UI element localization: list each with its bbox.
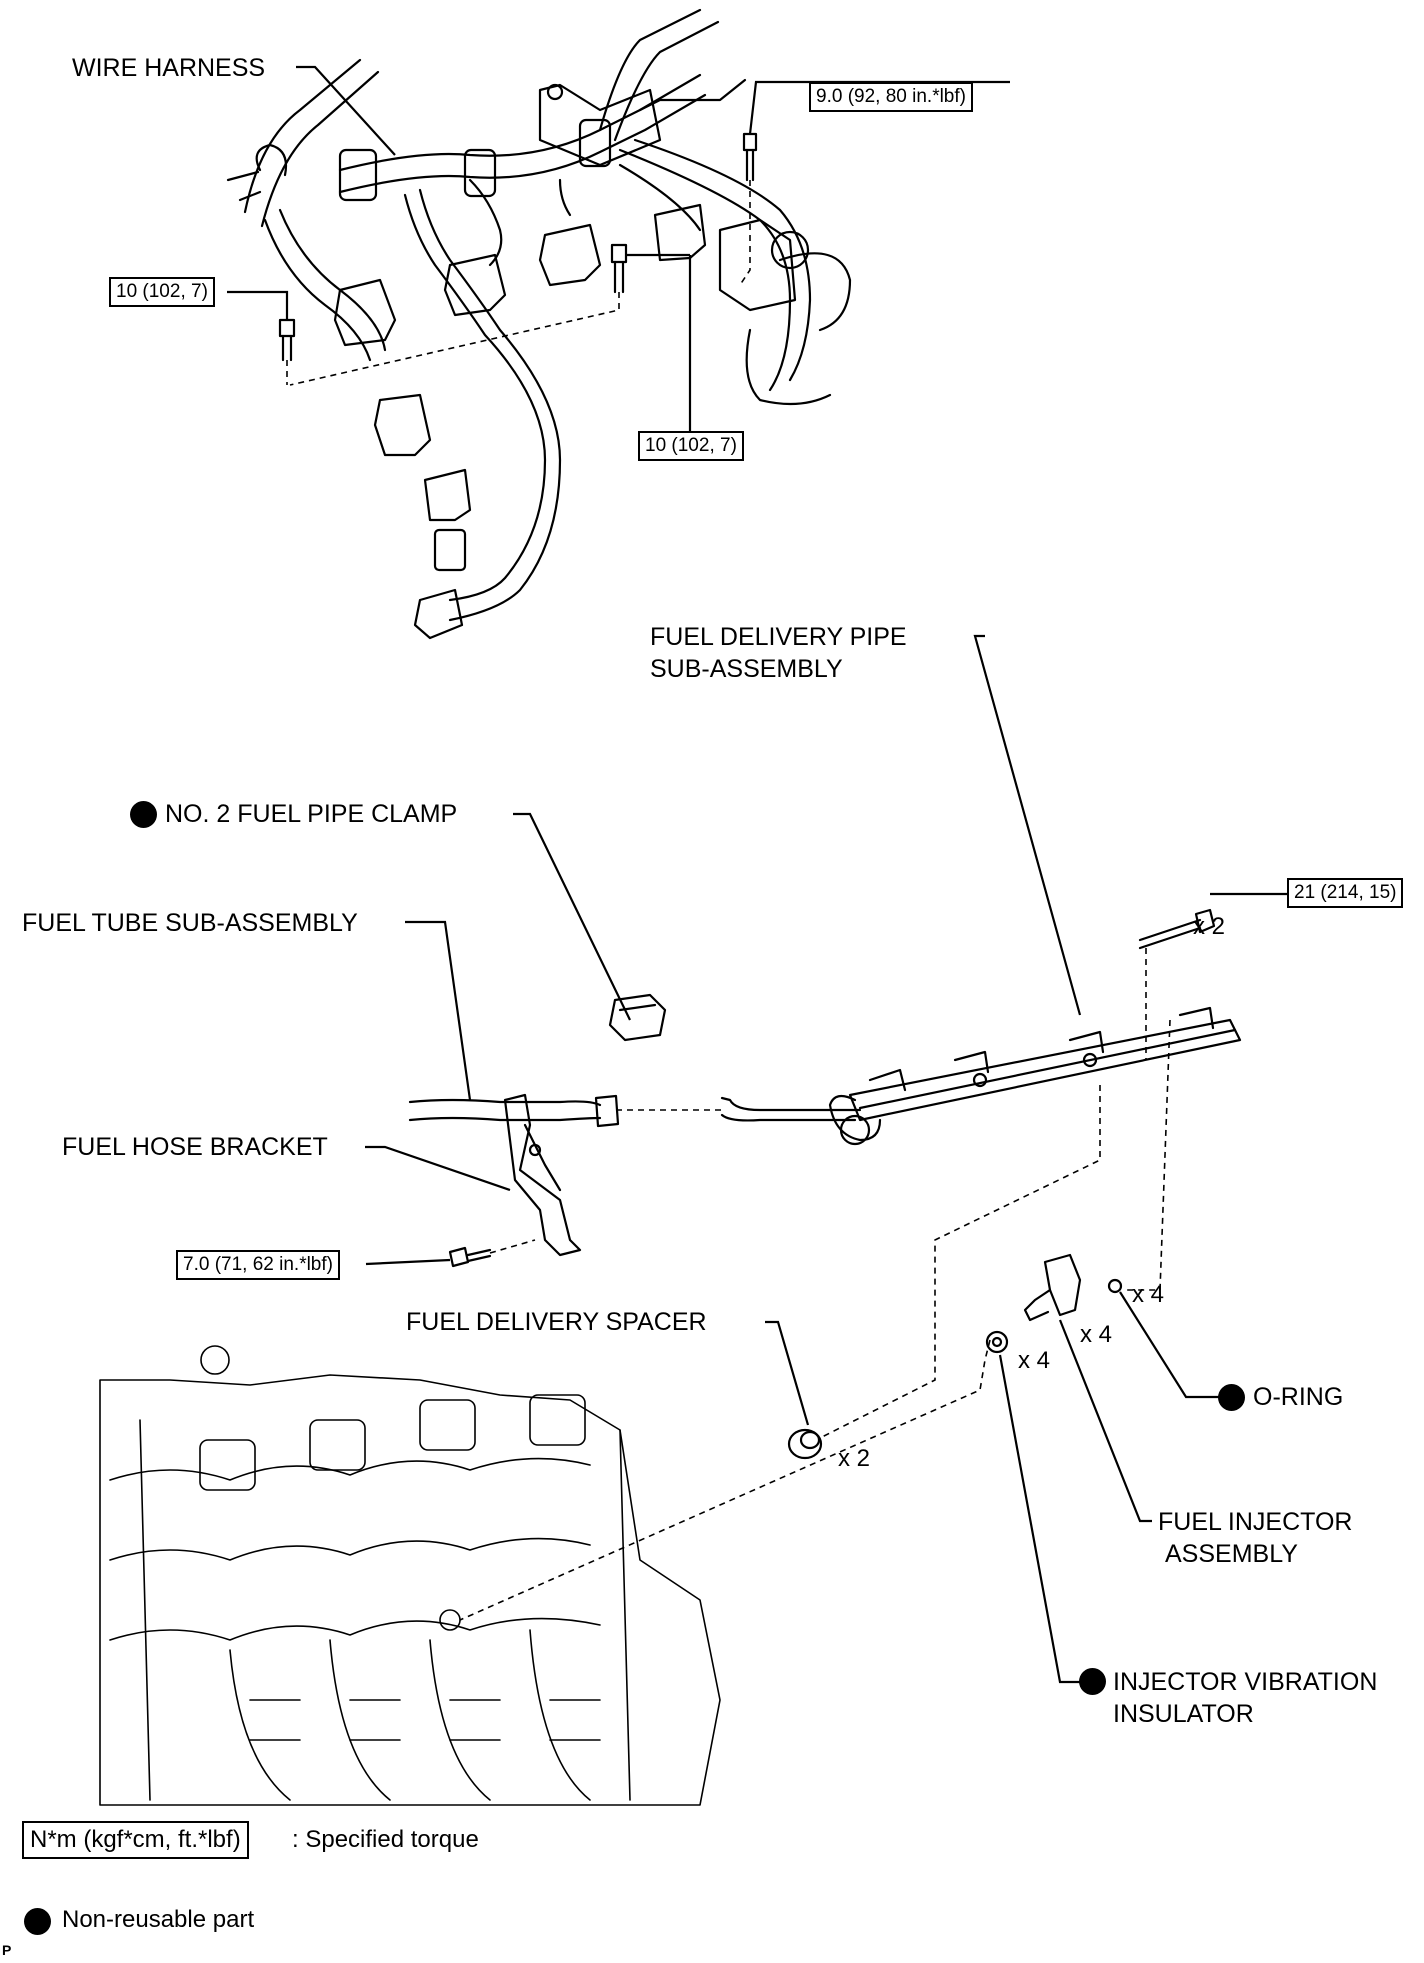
legend-torque-text: : Specified torque	[292, 1826, 479, 1853]
corner-code: P	[2, 1942, 12, 1958]
fuel-delivery-spacer-label: FUEL DELIVERY SPACER	[406, 1308, 707, 1336]
injector-vibration-insulator-label-line1: INJECTOR VIBRATION	[1113, 1668, 1378, 1696]
qty-injector: x 4	[1080, 1321, 1113, 1348]
fuel-injector-label-line2: ASSEMBLY	[1165, 1540, 1298, 1568]
qty-delivery-pipe-bolts: x 2	[1193, 913, 1226, 940]
dashed-lines	[286, 180, 1171, 1621]
fuel-tube-drawing	[408, 993, 667, 1268]
qty-spacer: x 2	[838, 1445, 871, 1472]
fuel-tube-label: FUEL TUBE SUB-ASSEMBLY	[22, 909, 358, 937]
injector-parts-drawing	[787, 1253, 1123, 1460]
torque-box-hose-bracket-bolt: 7.0 (71, 62 in.*lbf)	[176, 1250, 340, 1280]
engine-head-drawing	[99, 1345, 721, 1806]
wire-harness-drawing	[226, 8, 852, 640]
leader-lines	[227, 65, 1288, 1684]
torque-box-top-bolt: 9.0 (92, 80 in.*lbf)	[809, 82, 973, 112]
qty-insulator: x 4	[1018, 1347, 1051, 1374]
torque-box-delivery-pipe-bolt: 21 (214, 15)	[1287, 878, 1404, 908]
legend-non-reusable-icon	[24, 1908, 51, 1935]
fuel-delivery-pipe-label-line1: FUEL DELIVERY PIPE	[650, 623, 907, 651]
torque-box-harness-center: 10 (102, 7)	[638, 431, 744, 461]
legend-non-reusable-text: Non-reusable part	[62, 1906, 255, 1933]
no2-fuel-pipe-clamp-label: NO. 2 FUEL PIPE CLAMP	[165, 800, 458, 828]
legend-torque-box: N*m (kgf*cm, ft.*lbf)	[22, 1821, 249, 1859]
qty-o-ring: x 4	[1132, 1281, 1165, 1308]
wire-harness-label: WIRE HARNESS	[72, 54, 266, 82]
torque-box-harness-left: 10 (102, 7)	[109, 277, 215, 307]
non-reusable-marker-icon	[1079, 1668, 1106, 1695]
non-reusable-marker-icon	[130, 801, 157, 828]
fuel-hose-bracket-label: FUEL HOSE BRACKET	[62, 1133, 328, 1161]
injector-vibration-insulator-label-line2: INSULATOR	[1113, 1700, 1254, 1728]
fuel-delivery-pipe-label-line2: SUB-ASSEMBLY	[650, 655, 843, 683]
non-reusable-marker-icon	[1218, 1384, 1245, 1411]
fuel-injector-label-line1: FUEL INJECTOR	[1158, 1508, 1353, 1536]
o-ring-label: O-RING	[1253, 1383, 1344, 1411]
fuel-delivery-pipe-drawing	[720, 908, 1242, 1146]
